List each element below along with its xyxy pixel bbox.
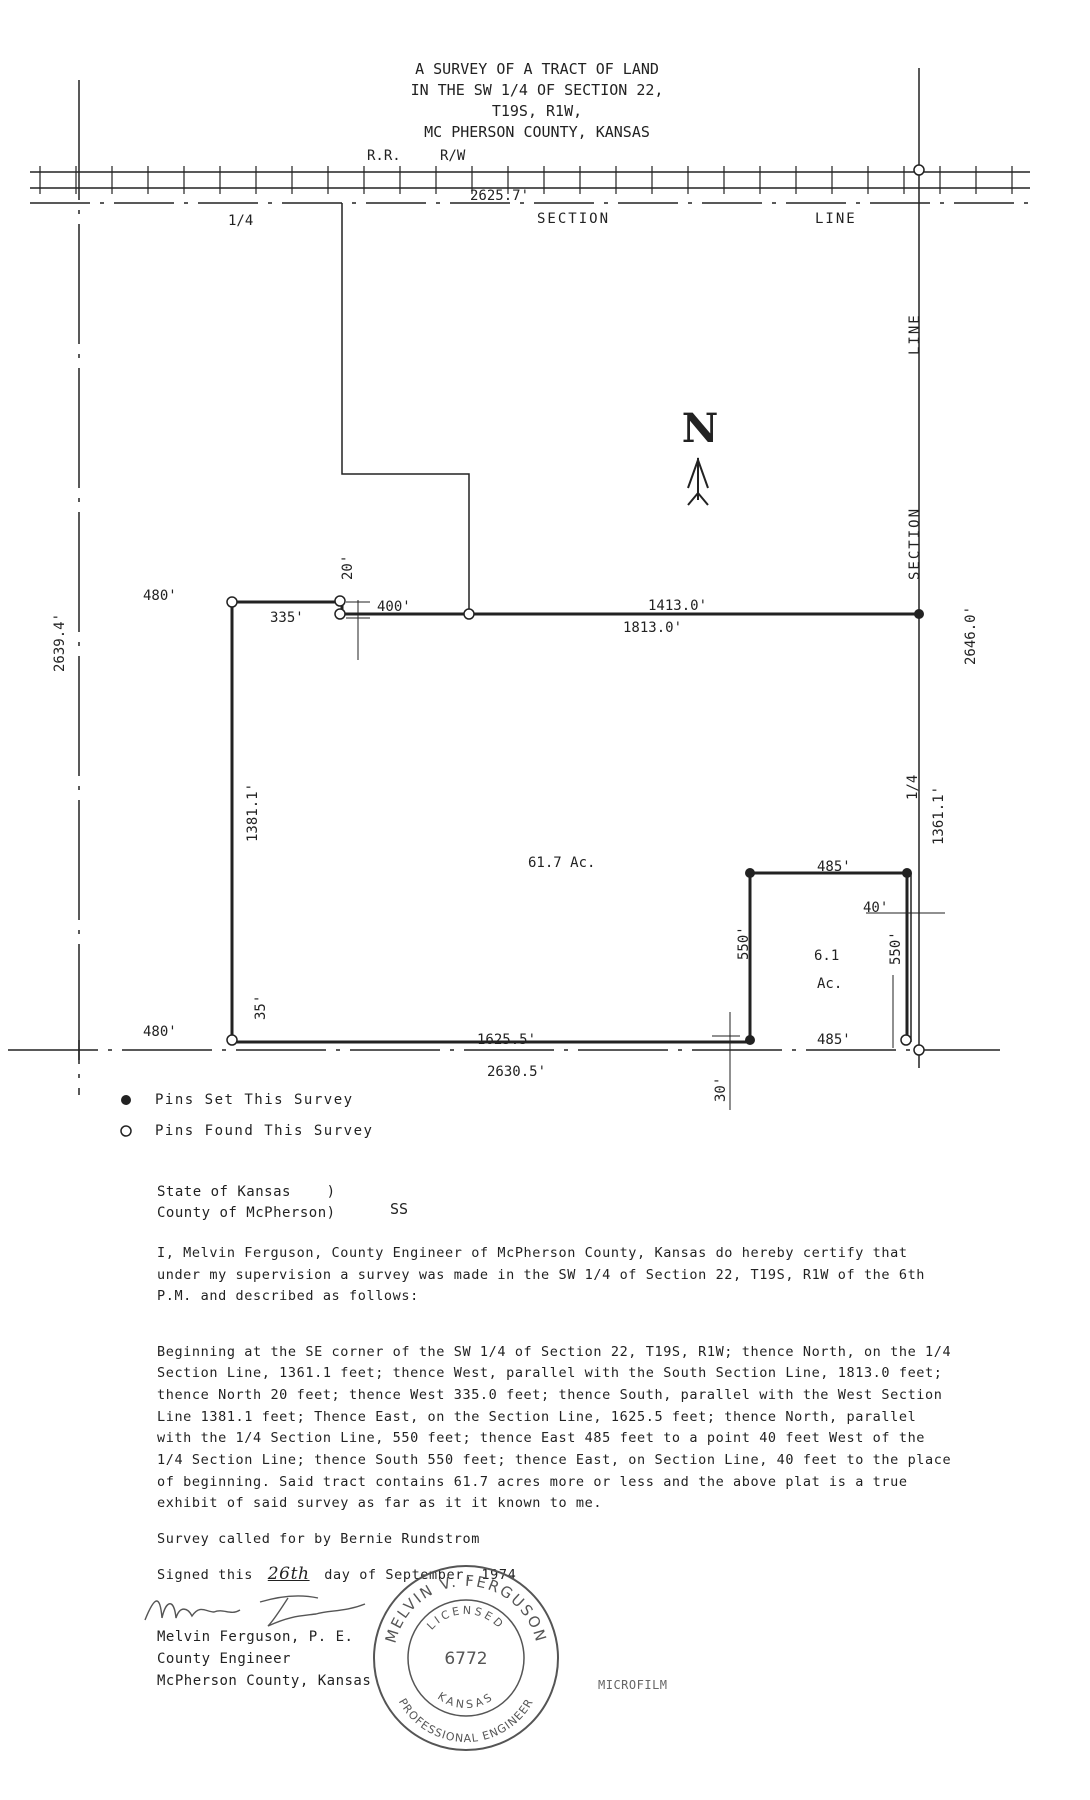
handwritten-signature <box>144 1595 366 1627</box>
left-distance: 2639.4' <box>52 613 68 672</box>
dist-485-top: 485' <box>817 859 851 875</box>
dist-335: 335' <box>270 610 304 626</box>
dist-1361: 1361.1' <box>931 786 947 845</box>
small-tract-boundary <box>748 871 909 1042</box>
dist-480-bottom: 480' <box>143 1024 177 1040</box>
dist-40: 40' <box>863 900 888 916</box>
acres-main: 61.7 Ac. <box>528 855 595 871</box>
line-label-right: LINE <box>907 313 923 355</box>
legend-pin-set: Pins Set This Survey <box>155 1092 354 1108</box>
signed-day: 26th <box>267 1563 310 1584</box>
microfilm-stamp: MICROFILM <box>598 1678 668 1692</box>
pin-found <box>226 1034 238 1046</box>
title-line-2: IN THE SW 1/4 OF SECTION 22, <box>411 81 664 99</box>
pin-found <box>334 608 346 620</box>
dist-480-top: 480' <box>143 588 177 604</box>
svg-text:KANSAS: KANSAS <box>435 1690 496 1712</box>
ss-label: SS <box>390 1200 409 1218</box>
pin-found <box>334 595 346 607</box>
engineer-title: County Engineer <box>157 1651 291 1667</box>
dist-30: 30' <box>713 1077 729 1102</box>
professional-engineer-seal: MELVIN V. FERGUSON PROFESSIONAL ENGINEER… <box>373 1565 559 1751</box>
section-label-right: SECTION <box>907 507 923 580</box>
dist-1813: 1813.0' <box>623 620 682 636</box>
pin-found <box>913 164 925 176</box>
state-county-block: State of Kansas ) County of McPherson) <box>157 1182 336 1224</box>
pin-found <box>900 1034 912 1046</box>
dist-20: 20' <box>340 555 356 580</box>
main-tract-boundary <box>230 600 919 1044</box>
engineer-county: McPherson County, Kansas <box>157 1673 372 1689</box>
section-label-top: SECTION <box>537 211 610 227</box>
title-line-4: MC PHERSON COUNTY, KANSAS <box>424 123 650 141</box>
rw-label: R/W <box>440 148 466 164</box>
pin-set <box>745 1035 755 1045</box>
pin-found <box>463 608 475 620</box>
acres-small: 6.1 <box>814 948 839 964</box>
dist-400: 400' <box>377 599 411 615</box>
rr-ticks <box>39 166 1013 194</box>
county-line: County of McPherson) <box>157 1205 336 1221</box>
survey-plat: A SURVEY OF A TRACT OF LAND IN THE SW 1/… <box>8 60 1030 1139</box>
legal-description: Beginning at the SE corner of the SW 1/4… <box>157 1328 957 1600</box>
dist-35: 35' <box>253 995 269 1020</box>
dist-1381: 1381.1' <box>245 783 261 842</box>
signed-line: Signed this 26th day of September, 1974 <box>157 1564 957 1587</box>
certification-text: I, Melvin Ferguson, County Engineer of M… <box>157 1245 926 1304</box>
acres-small-unit: Ac. <box>817 976 842 992</box>
quarter-label-top: 1/4 <box>228 213 253 229</box>
quarter-label-right: 1/4 <box>905 775 921 800</box>
right-distance: 2646.0' <box>963 606 979 665</box>
dist-550-left: 550' <box>736 926 752 960</box>
adjacent-tract-boundary <box>341 203 470 614</box>
pin-found <box>226 596 238 608</box>
legend-pin-found: Pins Found This Survey <box>155 1123 373 1139</box>
pin-set <box>745 868 755 878</box>
pin-set <box>902 868 912 878</box>
dist-1625: 1625.5' <box>477 1032 536 1048</box>
legend-pin-set-icon <box>121 1095 131 1105</box>
pin-found <box>913 1044 925 1056</box>
engineer-name: Melvin Ferguson, P. E. <box>157 1629 354 1645</box>
title-line-1: A SURVEY OF A TRACT OF LAND <box>415 60 659 78</box>
north-label: N <box>682 405 719 452</box>
called-for-text: Survey called for by Bernie Rundstrom <box>157 1530 480 1547</box>
description-text: Beginning at the SE corner of the SW 1/4… <box>157 1343 952 1512</box>
pin-set <box>914 609 924 619</box>
seal-state: KANSAS <box>435 1690 493 1712</box>
signed-prefix: Signed this <box>157 1566 254 1583</box>
north-arrow-icon <box>687 457 709 506</box>
dist-1413: 1413.0' <box>648 598 707 614</box>
seal-number: 6772 <box>444 1649 487 1669</box>
bottom-distance: 2630.5' <box>487 1064 546 1080</box>
dist-485-bottom: 485' <box>817 1032 851 1048</box>
legend-pin-found-icon <box>120 1125 132 1137</box>
line-label-top: LINE <box>815 211 857 227</box>
top-distance: 2625.7' <box>470 188 529 204</box>
rr-label: R.R. <box>367 148 401 164</box>
state-line: State of Kansas ) <box>157 1184 336 1200</box>
title-line-3: T19S, R1W, <box>492 102 582 120</box>
dist-550-right: 550' <box>888 931 904 965</box>
signed-suffix: day of September, 1974 <box>324 1566 517 1583</box>
engineer-block: Melvin Ferguson, P. E. County Engineer M… <box>157 1626 371 1692</box>
